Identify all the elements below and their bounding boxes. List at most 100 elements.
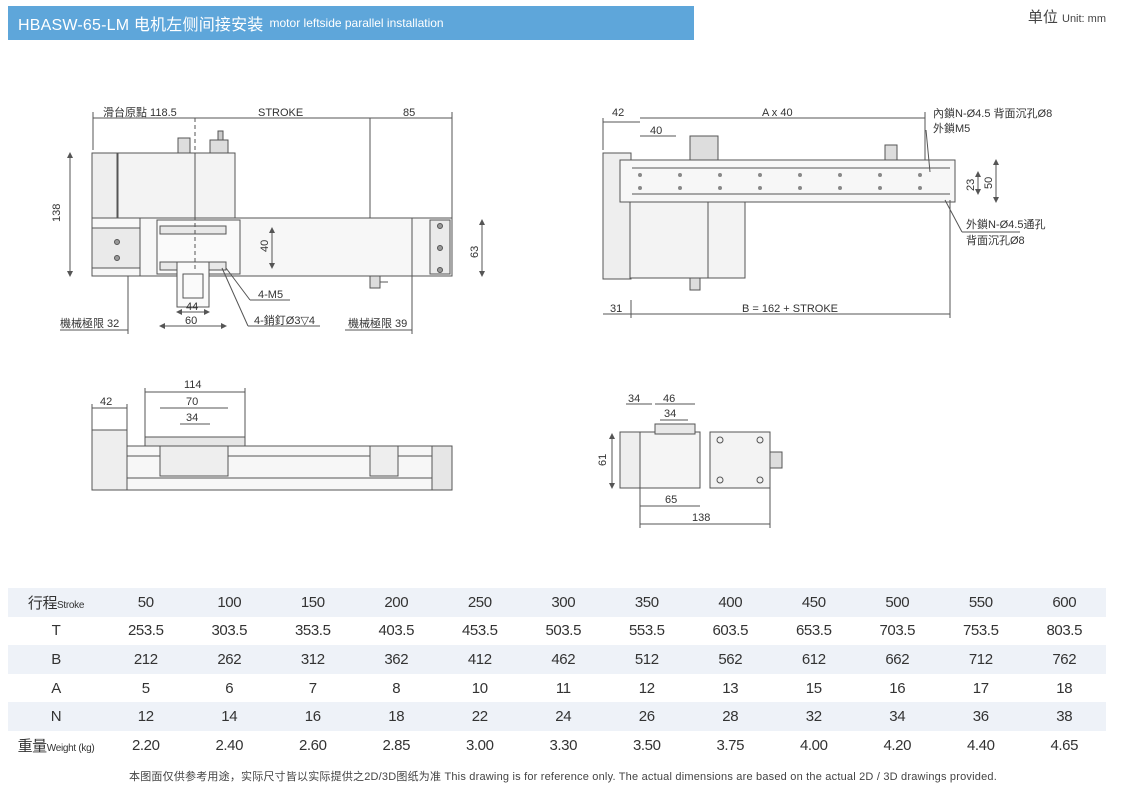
table-cell: 4.00 (772, 730, 856, 760)
drawing-canvas: 滑台原點 118.5 STROKE 85 138 40 63 4-M5 4-銷釘… (51, 105, 1052, 528)
table-cell: 16 (271, 702, 355, 731)
table-cell: 32 (772, 702, 856, 731)
dim-limit-left: 機械極限 32 (60, 316, 119, 330)
row-head-cn: 重量 (17, 737, 48, 755)
note-counter: 背面沉孔Ø8 (966, 233, 1025, 247)
table-cell: 4.40 (939, 730, 1023, 760)
dim-limit-right: 機械極限 39 (348, 316, 407, 330)
table-cell: 34 (855, 702, 939, 731)
dim-50: 50 (983, 177, 995, 189)
top-right-labels: 42 A x 40 40 內鎖N-Ø4.5 背面沉孔Ø8 外鎖M5 23 50 … (610, 106, 1052, 315)
bottom-right-view (609, 403, 783, 528)
table-cell: 553.5 (605, 616, 689, 646)
table-cell: 150 (271, 588, 355, 617)
dim-42b: 42 (100, 396, 112, 408)
table-cell: 762 (1022, 645, 1106, 674)
title-main: HBASW-65-LM 电机左侧间接安装 (18, 17, 264, 34)
dim-stroke: STROKE (258, 107, 303, 119)
table-cell: 36 (939, 702, 1023, 731)
table-cell: 7 (271, 673, 355, 703)
top-right-view (602, 112, 1020, 318)
table-cell: 50 (104, 588, 188, 617)
dim-ax40: A x 40 (762, 107, 793, 119)
table-cell: 18 (354, 702, 438, 731)
table-row-a: A 5 6 7 8 10 11 12 13 15 16 17 18 (8, 673, 1106, 703)
table-cell: 8 (354, 673, 438, 703)
table-cell: 26 (605, 702, 689, 731)
table-cell: 3.30 (521, 730, 605, 760)
dim-40b: 40 (650, 125, 662, 137)
table-cell: 400 (688, 588, 772, 617)
dim-46: 46 (663, 393, 675, 405)
table-cell: 28 (688, 702, 772, 731)
row-head-n: N (8, 702, 104, 731)
dim-pin: 4-銷釘Ø3▽4 (254, 313, 315, 327)
row-head-a: A (8, 673, 104, 703)
row-head-cn: 行程 (27, 594, 58, 612)
dim-b: B = 162 + STROKE (742, 303, 838, 315)
row-head-b: B (8, 645, 104, 674)
dim-85: 85 (403, 107, 415, 119)
unit-label: 单位 Unit: mm (1028, 6, 1106, 27)
unit-cn: 单位 (1027, 9, 1058, 26)
dim-114: 114 (184, 379, 202, 391)
table-cell: 253.5 (104, 616, 188, 646)
table-cell: 2.20 (104, 730, 188, 760)
table-cell: 412 (438, 645, 522, 674)
row-head-en: Stroke (57, 599, 85, 611)
table-cell: 300 (521, 588, 605, 617)
table-cell: 3.00 (438, 730, 522, 760)
title-banner: HBASW-65-LM 电机左侧间接安装 motor leftside para… (8, 6, 694, 40)
table-cell: 350 (605, 588, 689, 617)
table-cell: 550 (939, 588, 1023, 617)
table-cell: 13 (688, 673, 772, 703)
table-cell: 403.5 (354, 616, 438, 646)
table-cell: 5 (104, 673, 188, 703)
row-head-stroke: 行程Stroke (8, 588, 104, 617)
table-cell: 22 (438, 702, 522, 731)
top-left-labels: 滑台原點 118.5 STROKE 85 138 40 63 4-M5 4-銷釘… (51, 105, 481, 330)
dim-31: 31 (610, 303, 622, 315)
table-cell: 3.50 (605, 730, 689, 760)
dim-63: 63 (469, 246, 481, 258)
table-cell: 12 (605, 673, 689, 703)
dim-138b: 138 (692, 512, 710, 524)
table-cell: 703.5 (855, 616, 939, 646)
bottom-left-labels: 114 70 34 42 (100, 379, 202, 424)
table-cell: 450 (772, 588, 856, 617)
table-cell: 10 (438, 673, 522, 703)
note-outer-m5: 外鎖M5 (933, 121, 970, 135)
dim-44: 44 (186, 301, 198, 313)
top-left-view (60, 112, 485, 334)
table-cell: 303.5 (187, 616, 271, 646)
dim-61: 61 (597, 454, 609, 466)
row-head-weight: 重量Weight (kg) (8, 730, 104, 760)
table-cell: 4.20 (855, 730, 939, 760)
table-cell: 38 (1022, 702, 1106, 731)
bottom-left-view (91, 388, 453, 491)
table-cell: 662 (855, 645, 939, 674)
dim-65: 65 (665, 494, 677, 506)
table-row-n: N 12 14 16 18 22 24 26 28 32 34 36 38 (8, 702, 1106, 731)
table-cell: 600 (1022, 588, 1106, 617)
top-right-holes (638, 173, 922, 190)
table-cell: 803.5 (1022, 616, 1106, 646)
table-cell: 653.5 (772, 616, 856, 646)
table-row-t: T 253.5 303.5 353.5 403.5 453.5 503.5 55… (8, 616, 1106, 646)
table-cell: 16 (855, 673, 939, 703)
table-row-stroke: 行程Stroke 50 100 150 200 250 300 350 400 … (8, 588, 1106, 617)
table-row-b: B 212 262 312 362 412 462 512 562 612 66… (8, 645, 1106, 674)
dim-42: 42 (612, 107, 624, 119)
dim-23: 23 (965, 179, 977, 191)
table-cell: 453.5 (438, 616, 522, 646)
table-cell: 17 (939, 673, 1023, 703)
table-cell: 562 (688, 645, 772, 674)
table-cell: 18 (1022, 673, 1106, 703)
table-cell: 362 (354, 645, 438, 674)
table-cell: 612 (772, 645, 856, 674)
table-cell: 503.5 (521, 616, 605, 646)
table-cell: 4.65 (1022, 730, 1106, 760)
table-cell: 14 (187, 702, 271, 731)
footnote: 本图面仅供参考用途，实际尺寸皆以实际提供之2D/3D图纸为准 This draw… (129, 771, 997, 783)
table-cell: 2.60 (271, 730, 355, 760)
